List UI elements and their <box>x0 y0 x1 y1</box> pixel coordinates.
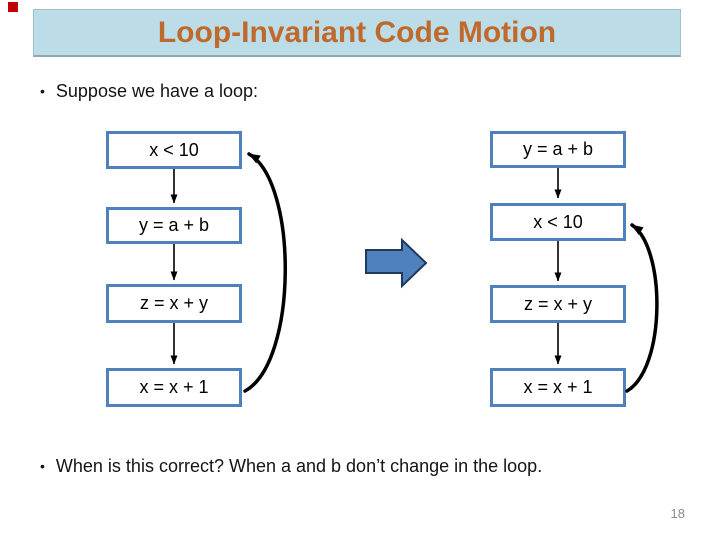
bullet-text: Suppose we have a loop: <box>55 81 259 101</box>
red-corner-marker <box>8 2 18 12</box>
bullet-correctness: • When is this correct? When a and b don… <box>40 455 542 477</box>
transform-right-arrow-icon <box>365 237 428 289</box>
page-number: 18 <box>670 506 685 521</box>
before-node-increment: x = x + 1 <box>106 368 242 407</box>
bullet-text: When is this correct? When a and b don’t… <box>55 456 543 476</box>
after-node-assign-z: z = x + y <box>490 285 626 323</box>
after-node-increment: x = x + 1 <box>490 368 626 407</box>
before-node-assign-y: y = a + b <box>106 207 242 244</box>
after-node-cond: x < 10 <box>490 203 626 241</box>
before-node-assign-z: z = x + y <box>106 284 242 323</box>
bullet-icon: • <box>40 458 45 474</box>
after-loop-back-edge-icon <box>625 223 659 393</box>
before-node-cond: x < 10 <box>106 131 242 169</box>
page-title: Loop-Invariant Code Motion <box>157 15 557 49</box>
bullet-suppose: • Suppose we have a loop: <box>40 80 258 102</box>
before-loop-back-edge-icon <box>243 152 287 393</box>
after-node-assign-y: y = a + b <box>490 131 626 168</box>
title-bar: Loop-Invariant Code Motion <box>33 9 681 57</box>
bullet-icon: • <box>40 83 45 99</box>
